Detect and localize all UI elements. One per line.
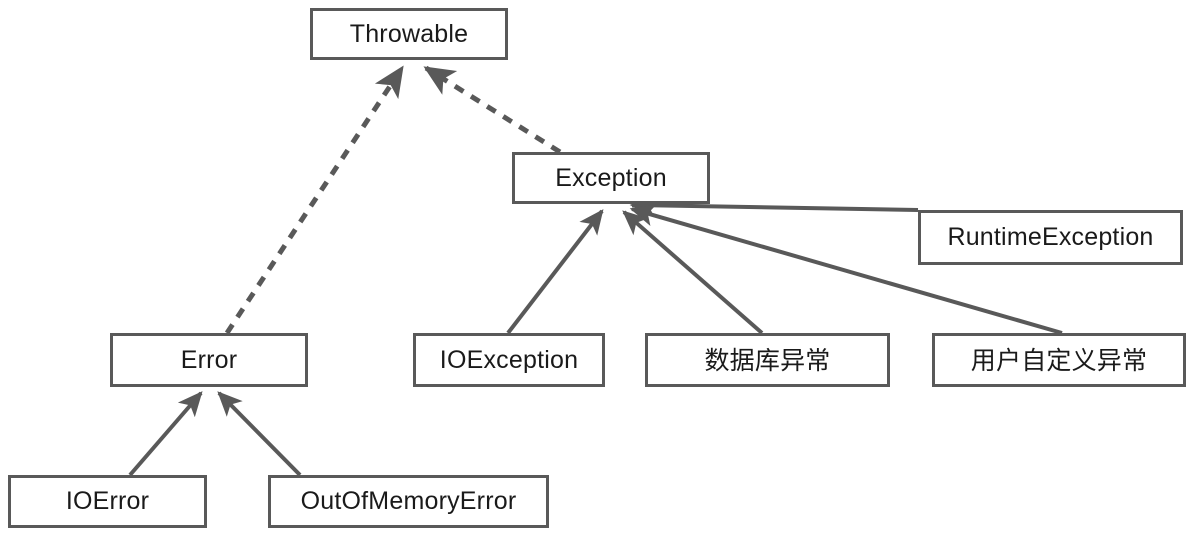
node-ioexception[interactable]: IOException — [413, 333, 605, 387]
node-ioerror[interactable]: IOError — [8, 475, 207, 528]
edge-ioexception-to-exception — [506, 209, 604, 335]
node-database-exception[interactable]: 数据库异常 — [645, 333, 890, 387]
node-throwable-label: Throwable — [349, 19, 469, 48]
edge-error-to-throwable — [224, 65, 405, 335]
node-database-exception-label: 数据库异常 — [704, 345, 831, 375]
edge-db-exception-to-exception — [622, 210, 764, 335]
node-outofmemoryerror-label: OutOfMemoryError — [300, 487, 517, 515]
node-error-label: Error — [180, 345, 238, 374]
edge-exception-to-throwable — [423, 65, 562, 155]
edge-runtime-exception-to-exception — [629, 194, 919, 217]
node-custom-exception[interactable]: 用户自定义异常 — [932, 333, 1186, 387]
node-throwable[interactable]: Throwable — [310, 8, 508, 60]
node-ioerror-label: IOError — [65, 487, 150, 515]
node-runtime-exception[interactable]: RuntimeException — [918, 210, 1183, 265]
edge-custom-exception-to-exception — [629, 204, 1063, 335]
node-outofmemoryerror[interactable]: OutOfMemoryError — [268, 475, 549, 528]
edge-ioerror-to-error — [128, 391, 203, 477]
node-exception-label: Exception — [555, 163, 667, 192]
edge-oom-error-to-error — [217, 391, 302, 477]
node-exception[interactable]: Exception — [512, 152, 710, 204]
node-ioexception-label: IOException — [439, 345, 579, 374]
node-runtime-exception-label: RuntimeException — [947, 223, 1154, 251]
node-error[interactable]: Error — [110, 333, 308, 387]
node-custom-exception-label: 用户自定义异常 — [970, 345, 1148, 375]
